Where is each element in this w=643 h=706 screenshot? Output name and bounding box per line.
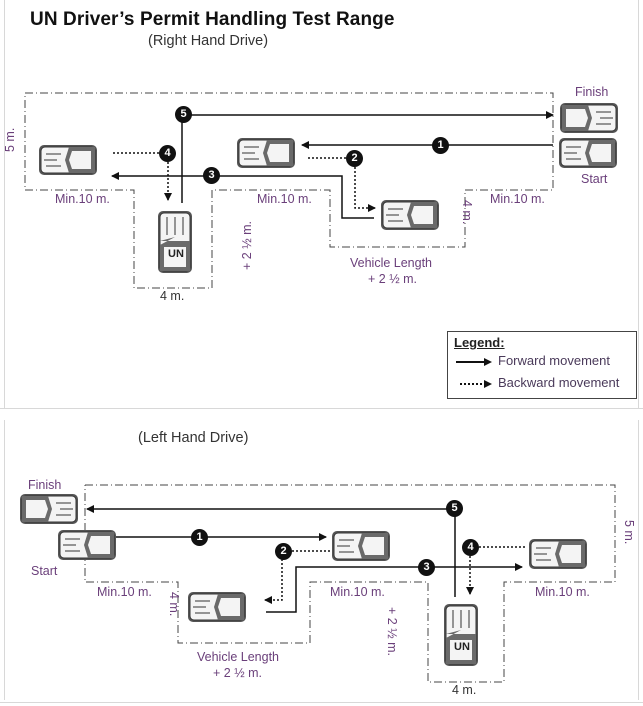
lhd-path-2 [264, 550, 330, 604]
lhd-label-min10-left: Min.10 m. [97, 585, 152, 599]
rhd-step-3: 3 [203, 167, 220, 184]
lhd-car-start [57, 529, 117, 561]
rhd-label-vehicle-length-plus: + 2 ½ m. [368, 272, 417, 286]
car-badge: UN [168, 248, 184, 260]
lhd-car-bay [443, 603, 479, 667]
rhd-label-finish: Finish [575, 85, 609, 99]
lhd-car-parallel [187, 591, 247, 623]
lhd-step-5: 5 [446, 500, 463, 517]
rhd-car-parallel [380, 199, 440, 231]
legend-backward: Backward movement [454, 375, 619, 390]
rhd-label-bay-width: 4 m. [160, 289, 185, 303]
rhd-step-2: 2 [346, 150, 363, 167]
rhd-car-finish [559, 102, 619, 134]
lhd-path-3 [266, 563, 523, 613]
rhd-label-5m: 5 m. [3, 127, 17, 152]
frame-right-top [638, 0, 639, 408]
lhd-label-vehicle-length-plus: + 2 ½ m. [213, 666, 262, 680]
frame-left-top [4, 0, 5, 408]
rhd-step-1: 1 [432, 137, 449, 154]
lhd-car-right [528, 538, 588, 570]
lhd-label-min10-right: Min.10 m. [535, 585, 590, 599]
backward-arrow-icon [460, 379, 492, 388]
lhd-label-finish: Finish [28, 478, 62, 492]
rhd-label-min10-right: Min.10 m. [490, 192, 545, 206]
legend-forward-label: Forward movement [498, 353, 610, 368]
rhd-label-bay-depth: + 2 ½ m. [240, 221, 254, 270]
rhd-range-outline [24, 92, 554, 289]
rhd-label-min10-mid: Min.10 m. [257, 192, 312, 206]
rhd-range [24, 92, 619, 289]
lhd-car-finish [19, 493, 79, 525]
lhd-step-2: 2 [275, 543, 292, 560]
lhd-range [19, 484, 616, 683]
rhd-car-left [38, 144, 98, 176]
subtitle-lhd: (Left Hand Drive) [138, 430, 249, 446]
legend-title: Legend: [454, 335, 505, 350]
lhd-label-bay-width: 4 m. [452, 683, 477, 697]
rhd-path-3 [111, 172, 374, 219]
rhd-label-parallel-4m: 4 m. [460, 200, 474, 225]
legend: Legend: Forward movement Backward moveme… [447, 331, 637, 399]
rhd-car-middle [236, 137, 296, 169]
lhd-car-middle [331, 530, 391, 562]
lhd-step-1: 1 [191, 529, 208, 546]
rhd-car-start [558, 137, 618, 169]
lhd-label-bay-depth: + 2 ½ m. [385, 607, 399, 656]
frame-right-bottom [638, 420, 639, 700]
lhd-step-4: 4 [462, 539, 479, 556]
rhd-label-start: Start [581, 172, 608, 186]
rhd-label-vehicle-length: Vehicle Length [350, 256, 433, 270]
frame-bottom [0, 702, 643, 703]
rhd-path-2 [308, 157, 376, 212]
rhd-car-bay [157, 210, 193, 274]
lhd-path-5 [86, 505, 456, 597]
rhd-step-5: 5 [175, 106, 192, 123]
subtitle-rhd: (Right Hand Drive) [148, 33, 269, 49]
lhd-label-start: Start [31, 564, 58, 578]
lhd-label-min10-mid: Min.10 m. [330, 585, 385, 599]
lhd-range-outline [84, 484, 616, 683]
rhd-step-4: 4 [159, 145, 176, 162]
lhd-label-parallel-4m: 4 m. [167, 592, 181, 617]
legend-forward: Forward movement [454, 353, 610, 368]
lhd-path-4 [466, 546, 525, 595]
car-badge: UN [454, 641, 470, 653]
legend-backward-label: Backward movement [498, 375, 620, 390]
forward-arrow-icon [456, 357, 492, 366]
lhd-step-3: 3 [418, 559, 435, 576]
page-title: UN Driver’s Permit Handling Test Range [30, 9, 395, 30]
lhd-label-5m: 5 m. [622, 520, 636, 545]
lhd-label-vehicle-length: Vehicle Length [197, 650, 280, 664]
frame-separator [0, 408, 643, 409]
frame-left-bottom [4, 420, 5, 700]
rhd-label-min10-left: Min.10 m. [55, 192, 110, 206]
